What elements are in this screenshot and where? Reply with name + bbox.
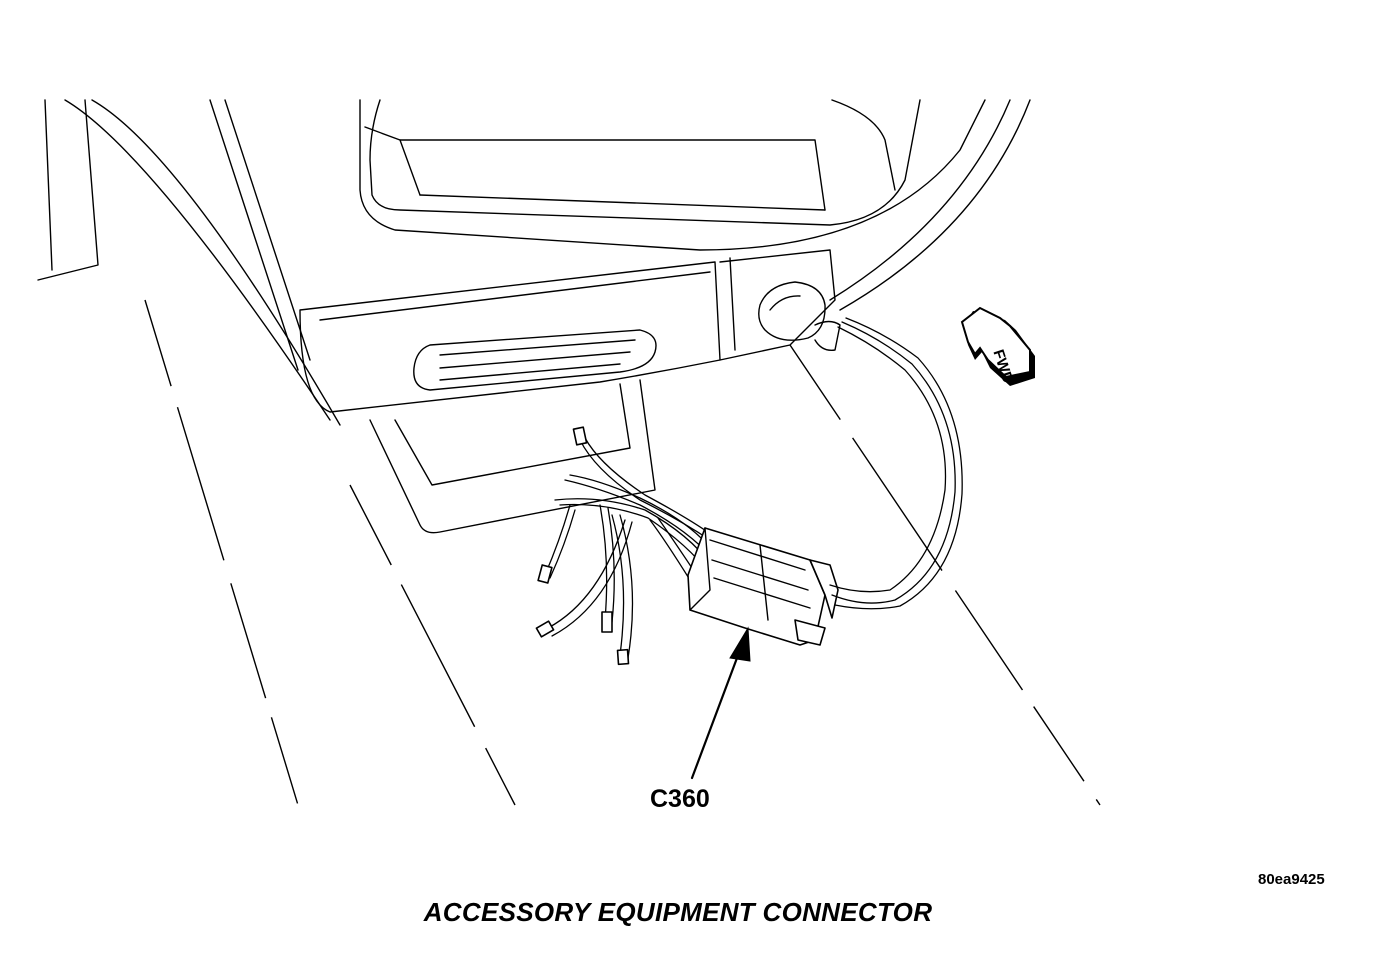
panel-opening [758,281,841,351]
floor-lines [144,299,1101,806]
figure-id: 80ea9425 [1258,871,1325,888]
fwd-arrow-icon: FWD [960,306,1035,386]
trim-slot-lamp [413,329,657,391]
lower-trim-panel [299,249,836,413]
figure-caption: ACCESSORY EQUIPMENT CONNECTOR [423,897,933,927]
left-panel-edges [37,99,341,426]
dashboard-housing [359,99,1031,311]
connector-callout-label: C360 [650,785,710,813]
wiring-harness [535,426,713,666]
connector [687,527,839,646]
connector-feed-wires [829,317,963,610]
c360-callout-arrow [690,626,751,780]
lower-console [369,379,656,534]
